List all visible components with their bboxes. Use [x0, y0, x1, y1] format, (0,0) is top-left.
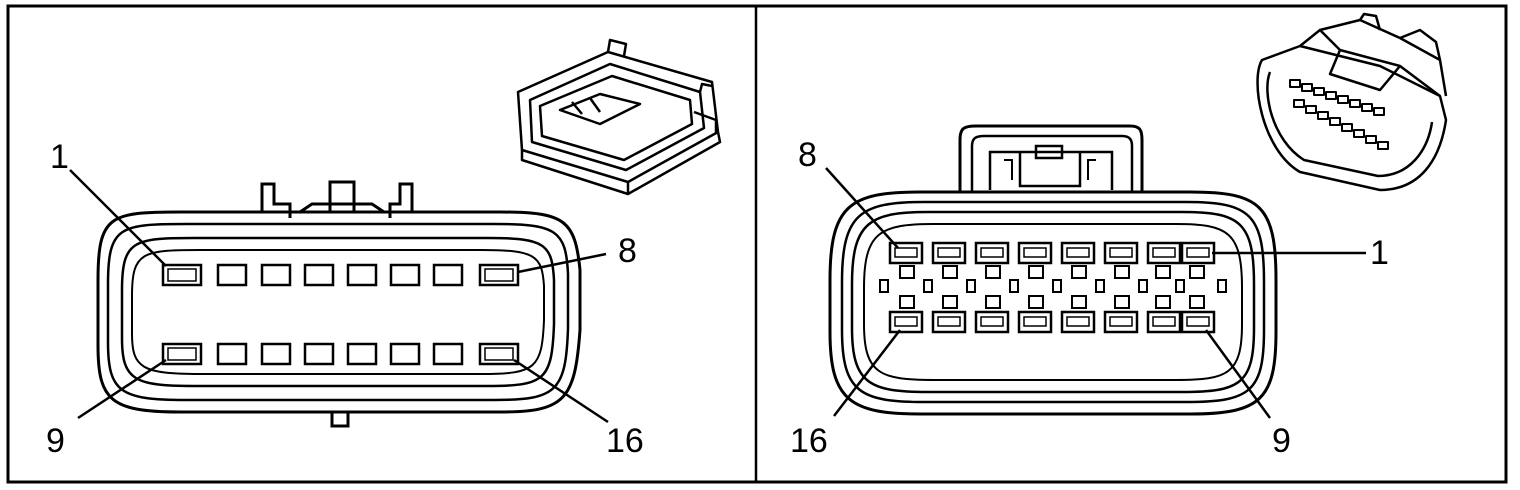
callout-pin-9-left: 9	[46, 422, 65, 460]
pin-cavity	[161, 342, 203, 366]
right-connector-panel: 8 1 16 9	[790, 12, 1448, 460]
pin-cavity	[1017, 310, 1053, 334]
pin-cavity	[974, 310, 1010, 334]
pin-cavity	[1103, 241, 1139, 265]
pin-cavity	[1060, 310, 1096, 334]
callout-pin-8-left: 8	[618, 232, 637, 270]
callout-pin-1-right: 1	[1370, 234, 1389, 272]
pin-cavity	[389, 263, 421, 287]
pin-cavity	[974, 241, 1010, 265]
female-terminal-locks	[879, 265, 1227, 309]
female-pin-row-bottom-detail	[894, 316, 1210, 327]
callout-pin-1-left: 1	[50, 138, 69, 176]
pin-cavity	[161, 263, 203, 287]
pin-cavity	[478, 342, 520, 366]
left-callout-leaders	[69, 169, 609, 424]
pin-cavity	[216, 342, 248, 366]
female-pin-row-bottom	[888, 310, 1216, 334]
callout-pin-8-right: 8	[798, 136, 817, 174]
callout-pin-16-left: 16	[606, 422, 644, 460]
left-connector-panel: 1 8 9 16	[46, 38, 722, 460]
pin-cavity	[1060, 241, 1096, 265]
pin-cavity	[1180, 310, 1216, 334]
pin-cavity	[260, 263, 292, 287]
male-pin-row-top	[161, 263, 520, 287]
callout-pin-16-right: 16	[790, 422, 828, 460]
pin-cavity	[432, 263, 464, 287]
female-connector-body	[828, 124, 1278, 416]
male-connector-body	[96, 180, 582, 428]
pin-cavity	[1146, 310, 1182, 334]
pin-cavity	[478, 263, 520, 287]
male-connector-iso-icon	[516, 38, 722, 196]
pin-cavity	[1146, 241, 1182, 265]
pin-cavity	[888, 310, 924, 334]
female-connector-iso-icon	[1256, 12, 1448, 192]
callout-pin-9-right: 9	[1272, 422, 1291, 460]
pin-cavity	[1017, 241, 1053, 265]
male-pin-detail	[167, 268, 514, 361]
pin-cavity	[346, 263, 378, 287]
right-callout-leaders	[825, 167, 1366, 419]
pin-cavity	[216, 263, 248, 287]
pin-cavity	[931, 241, 967, 265]
pin-cavity	[432, 342, 464, 366]
pin-cavity	[389, 342, 421, 366]
male-pin-row-bottom	[161, 342, 520, 366]
pin-cavity	[303, 263, 335, 287]
pin-cavity	[346, 342, 378, 366]
pin-cavity	[931, 310, 967, 334]
pin-cavity	[888, 241, 924, 265]
female-pin-row-top-detail	[894, 247, 1210, 258]
pin-cavity	[260, 342, 292, 366]
pin-cavity	[303, 342, 335, 366]
pin-cavity	[1103, 310, 1139, 334]
